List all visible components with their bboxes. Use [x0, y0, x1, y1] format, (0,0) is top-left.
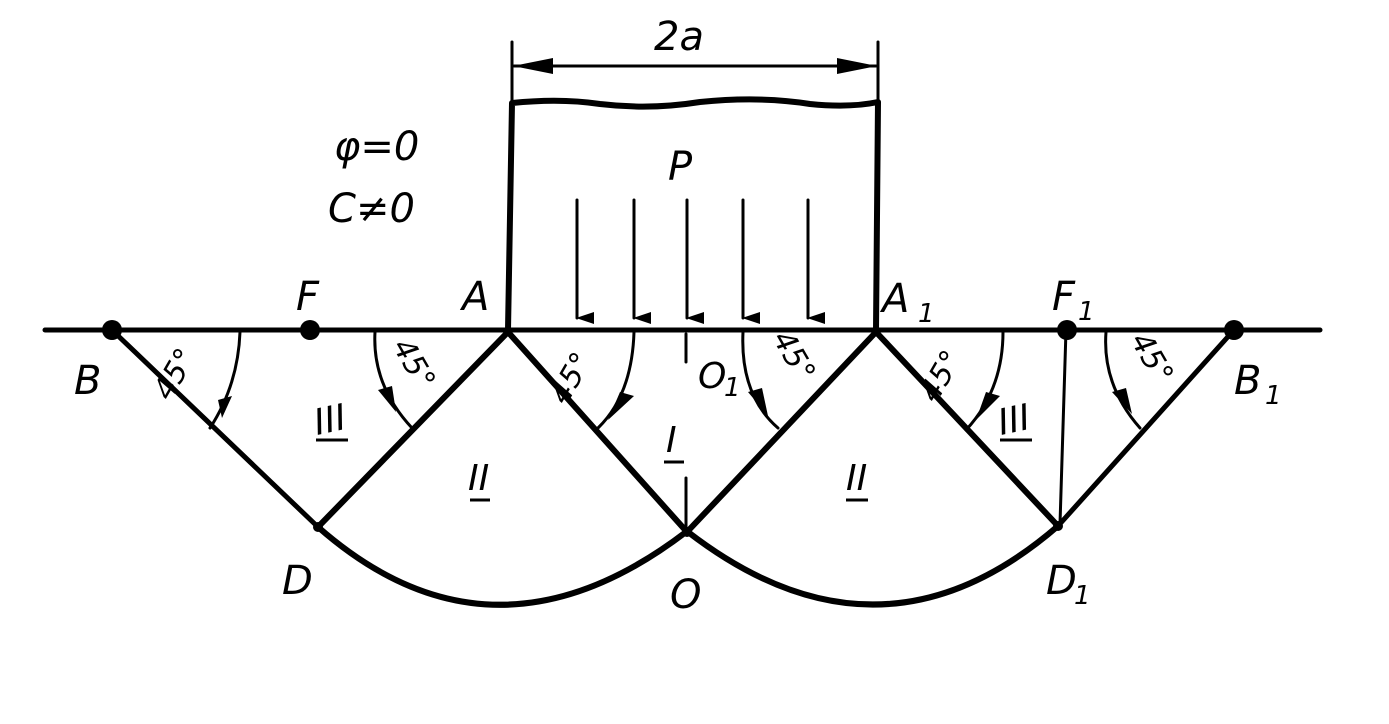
angle-arrowhead-2 [378, 386, 396, 412]
load-label: P [668, 144, 693, 190]
arc-D-O [315, 524, 689, 608]
point-O-label: O [670, 572, 701, 618]
point-D1 [1053, 521, 1063, 531]
point-A1-subscript: 1 [918, 299, 935, 329]
angle-arc-1 [208, 330, 242, 430]
angle-label-5: 45° [913, 344, 970, 408]
arc-O-D1 [685, 523, 1061, 608]
angle-arrowhead-6 [1112, 388, 1132, 414]
angle-arc-2 [373, 330, 414, 430]
point-F1-label: F [1052, 274, 1076, 320]
point-B1 [1224, 320, 1244, 340]
slip-line-D1-B1 [1055, 327, 1237, 529]
point-F [300, 320, 320, 340]
angle-arc-6 [1104, 330, 1142, 430]
angle-label-4: 45° [765, 325, 822, 389]
zone-II-right-label: II [846, 458, 867, 499]
angle-arrowhead-1 [218, 396, 232, 418]
point-A-label: A [459, 274, 489, 320]
zone-III-right-label: III [994, 397, 1034, 444]
angle-arc-4 [741, 330, 780, 430]
slip-line-A-O [505, 329, 690, 535]
angle-arrowhead-5 [976, 392, 1000, 420]
zone-III-left-label: III [310, 397, 350, 444]
point-F1 [1057, 320, 1077, 340]
point-F-label: F [296, 274, 320, 320]
point-D1-subscript: 1 [1074, 581, 1091, 611]
point-O1-subscript: 1 [724, 373, 741, 403]
cohesion-label: C≠0 [328, 186, 415, 232]
point-F1-subscript: 1 [1078, 297, 1095, 327]
angle-label-3: 45° [543, 346, 600, 410]
point-B-label: B [74, 358, 101, 404]
angle-arc-5 [964, 330, 1005, 432]
point-O [682, 527, 692, 537]
vertical-F1-D1 [1058, 328, 1068, 526]
zone-I-label: I [666, 420, 677, 461]
point-B1-label: B [1234, 358, 1261, 404]
angle-arrowhead-3 [608, 392, 634, 420]
angle-arrowhead-4 [748, 388, 768, 416]
slip-line-B-D [109, 327, 321, 530]
angle-label-6: 45° [1123, 327, 1180, 391]
point-B1-subscript: 1 [1265, 381, 1282, 411]
dimension-label: 2a [654, 14, 704, 60]
angle-label-1: 45° [147, 342, 204, 406]
point-O1-label: O [698, 356, 726, 397]
zone-II-left-label: II [468, 458, 489, 499]
slip-line-O-A1 [684, 329, 879, 535]
point-A1-label: A [879, 276, 909, 322]
point-B [102, 320, 122, 340]
point-D [313, 522, 323, 532]
point-D1-label: D [1046, 558, 1077, 604]
slip-line-D-A [315, 329, 511, 530]
angle-arc-3 [596, 330, 636, 430]
point-D-label: D [282, 558, 313, 604]
foundation-block [505, 96, 881, 333]
angle-label-2: 45° [385, 333, 442, 397]
phi-label: φ=0 [334, 124, 419, 170]
